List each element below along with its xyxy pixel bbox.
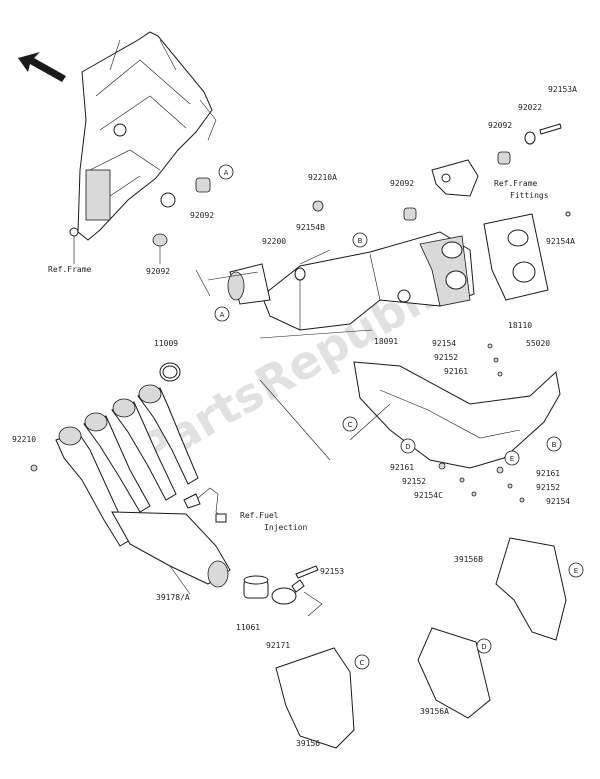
exhaust-cover-55020 [353,361,561,469]
svg-text:B: B [552,441,557,449]
svg-text:C: C [360,659,365,667]
label-92200: 92200 [262,237,286,246]
callout-E1: E [504,450,520,466]
label-92092-mid: 92092 [390,179,414,188]
label-92092-top: 92092 [488,121,512,130]
callout-D2: D [476,638,492,654]
label-92161-lower-left: 92161 [390,463,414,472]
clamp-92171 [271,579,305,605]
svg-text:C: C [348,421,353,429]
heat-shield-39156 [275,647,355,749]
label-92153: 92153 [320,567,344,576]
label-39156: 39156 [296,739,320,748]
bolt-92153 [295,565,319,579]
label-92092-upper: 92092 [190,211,214,220]
label-92161-upper: 92161 [444,367,468,376]
svg-text:E: E [510,455,514,463]
muffler-body-18091 [227,231,475,331]
label-ref-frame-fittings: Ref.Frame [494,179,538,188]
callout-A2: A [214,306,230,322]
label-fittings: Fittings [510,191,549,200]
label-39156B: 39156B [454,555,483,564]
exhaust-header-pipes [55,384,231,588]
label-92171: 92171 [266,641,290,650]
label-92210A: 92210A [308,173,337,182]
callout-B2: B [546,436,562,452]
label-92154-lower-right: 92154 [546,497,570,506]
muffler-bracket [431,159,479,197]
label-18110: 18110 [508,321,532,330]
label-11061: 11061 [236,623,260,632]
label-92154C: 92154C [414,491,443,500]
label-92210: 92210 [12,435,36,444]
grommet-92092-upper [195,177,211,193]
oxygen-sensor [183,487,227,523]
label-92154A: 92154A [546,237,575,246]
callout-D1: D [400,438,416,454]
svg-text:E: E [574,567,578,575]
label-92152-upper: 92152 [434,353,458,362]
grommet-92092-top [497,151,511,165]
callout-A1: A [218,164,234,180]
grommet-92092-lower [152,233,168,247]
muffler-cover-18110 [483,213,549,301]
bolt-92153A [539,123,562,135]
callout-B1: B [352,232,368,248]
label-55020: 55020 [526,339,550,348]
label-92152-lower-left: 92152 [402,477,426,486]
label-92154-upper: 92154 [432,339,456,348]
label-39156A: 39156A [420,707,449,716]
svg-text:D: D [405,443,410,451]
svg-text:B: B [358,237,363,245]
label-39178A: 39178/A [156,593,190,602]
gasket-11009 [159,362,181,382]
heat-shield-39156A [417,627,491,719]
heat-shield-39156B [495,537,567,641]
label-ref-fuel: Ref.Fuel [240,511,279,520]
label-92022: 92022 [518,103,542,112]
callout-C2: C [354,654,370,670]
callout-C1: C [342,416,358,432]
label-92152-lower-right: 92152 [536,483,560,492]
frame-assembly [69,31,217,241]
gasket-11061 [243,575,269,599]
svg-text:A: A [220,311,225,319]
label-92092-lower: 92092 [146,267,170,276]
callout-E2: E [568,562,584,578]
svg-text:D: D [481,643,486,651]
front-direction-arrow-icon [18,52,66,82]
washer-92022 [524,131,536,145]
label-18091: 18091 [374,337,398,346]
label-92154B: 92154B [296,223,325,232]
label-ref-frame: Ref.Frame [48,265,92,274]
svg-text:A: A [224,169,229,177]
label-11009: 11009 [154,339,178,348]
label-92153A: 92153A [548,85,577,94]
nut-92210A [312,200,324,212]
label-92161-lower-right: 92161 [536,469,560,478]
label-injection: Injection [264,523,308,532]
grommet-92092-mid [403,207,417,221]
